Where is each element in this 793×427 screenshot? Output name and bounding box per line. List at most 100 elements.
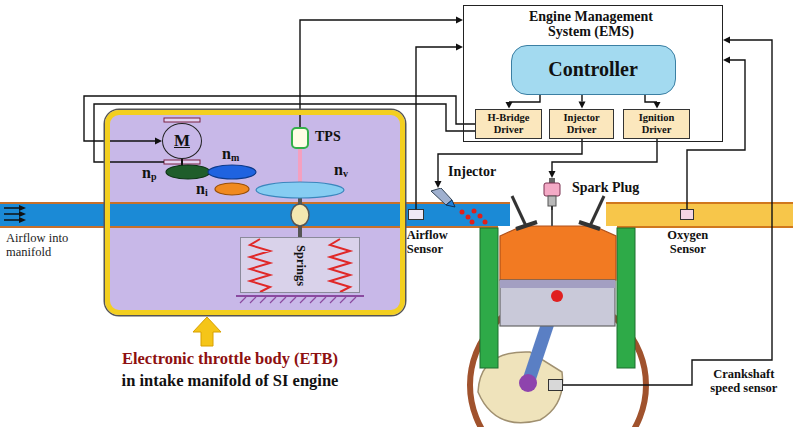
symbol-part xyxy=(548,196,556,206)
pipe-wall xyxy=(606,202,793,204)
gear-label: np xyxy=(142,165,156,182)
crank-speed-sensor: Crankshaft speed sensor xyxy=(548,379,563,391)
cylinder-wall xyxy=(480,228,498,368)
wire-line xyxy=(645,95,657,103)
driver-box: H-Bridge Driver xyxy=(475,109,541,139)
throttle-body-housing: Electronic throttle body (ETB)in intake … xyxy=(105,110,405,315)
fuel-spray xyxy=(478,214,483,219)
symbol-part xyxy=(544,183,560,196)
label-holder: Electronic throttle body (ETB) xyxy=(55,349,405,369)
motor-circle: M xyxy=(162,123,202,159)
node-label: Injector Driver xyxy=(552,112,610,135)
spark-electrode xyxy=(551,210,553,226)
signal-wire xyxy=(416,44,463,210)
pointer-arrow xyxy=(193,317,221,346)
part-label: Spark Plug xyxy=(572,180,639,195)
label-holder: ni xyxy=(196,181,208,198)
spark-plug-outline xyxy=(542,178,562,210)
injector-symbol: Injector xyxy=(430,188,456,208)
gear-label: ni xyxy=(196,181,208,198)
intermediate-gear xyxy=(215,183,249,195)
arrow-head xyxy=(435,181,442,188)
label-holder: np xyxy=(142,165,156,182)
arrow-head xyxy=(579,102,586,109)
exhaust-valve xyxy=(579,222,600,229)
spring-box-fill xyxy=(240,237,360,293)
node-label: M xyxy=(174,131,190,151)
node-label: Ignition Driver xyxy=(626,112,686,135)
wire-line xyxy=(416,47,456,209)
spring xyxy=(330,239,350,292)
ems-box: Engine Management System (EMS) Controller… xyxy=(463,5,723,142)
box-title: Engine Management System (EMS) xyxy=(506,9,676,40)
gear-label: nm xyxy=(222,146,239,163)
signal-wire xyxy=(549,139,658,179)
wire-line xyxy=(509,95,540,103)
label-holder: Airflow Sensor xyxy=(407,229,463,257)
airflow-arrow xyxy=(19,217,26,223)
sensor-label: Crankshaft speed sensor xyxy=(700,368,788,396)
driver-box: Injector Driver xyxy=(549,109,613,139)
label-holder: Injector xyxy=(448,164,496,179)
symbol-part xyxy=(551,206,553,210)
pinion-gear xyxy=(166,165,210,179)
oxygen-sensor: Oxygen Sensor xyxy=(680,209,694,220)
wire-line xyxy=(687,60,745,209)
wire-line xyxy=(552,139,657,172)
airflow-sensor: Airflow Sensor xyxy=(408,209,424,220)
spring-box: Springs xyxy=(240,237,360,293)
fuel-spray xyxy=(483,220,488,225)
pipe-wall xyxy=(0,202,510,204)
sensor-label: TPS xyxy=(315,129,341,144)
intake-valve xyxy=(516,222,537,229)
label-holder: Spark Plug xyxy=(572,180,639,195)
tps-link xyxy=(298,149,302,183)
intermediate-gear xyxy=(208,165,256,179)
intake-valve xyxy=(512,196,526,226)
fuel-spray xyxy=(460,210,465,215)
piston xyxy=(500,280,615,326)
injector-outline xyxy=(430,188,456,208)
airflow-arrow xyxy=(4,207,20,209)
driver-box: Ignition Driver xyxy=(623,109,689,139)
valve-gear xyxy=(256,182,344,198)
fuel-spray xyxy=(466,215,471,220)
motor-brush xyxy=(164,118,200,122)
flow-note: Airflow into manifold xyxy=(6,231,80,260)
label-holder: Crankshaft speed sensor xyxy=(700,368,788,396)
gear-label: nv xyxy=(334,162,348,179)
wrist-pin xyxy=(551,290,563,302)
sensor-label: Airflow Sensor xyxy=(407,229,463,257)
label-holder: Airflow into manifold xyxy=(6,231,80,260)
combustion-chamber xyxy=(500,226,616,280)
node-label: Controller xyxy=(548,58,638,81)
airflow-arrow xyxy=(4,219,20,221)
signal-wire xyxy=(506,95,541,109)
arrow-head xyxy=(456,17,463,24)
label-holder: in intake manifold of SI engine xyxy=(55,371,405,391)
ground-hatch xyxy=(240,297,356,303)
symbol-part xyxy=(549,178,555,183)
controller-box: Controller xyxy=(511,45,676,95)
label-holder: TPS xyxy=(315,129,341,144)
airflow-arrow xyxy=(19,211,26,217)
exhaust-pipe xyxy=(606,204,793,226)
node-label: H-Bridge Driver xyxy=(478,112,538,135)
label-holder: nm xyxy=(222,146,239,163)
pipe-wall xyxy=(0,226,498,228)
piston-crown xyxy=(500,280,615,288)
arrow-head xyxy=(723,57,730,64)
arrow-head xyxy=(549,171,556,178)
spring xyxy=(250,239,270,292)
pipe-wall xyxy=(617,226,793,228)
wire-line xyxy=(581,95,582,102)
wire-line xyxy=(438,139,582,182)
signal-wire xyxy=(645,95,661,109)
fuel-spray xyxy=(470,220,475,225)
signal-wire xyxy=(687,57,745,210)
label-holder: Engine Management System (EMS) xyxy=(463,9,720,40)
node-label: Springs xyxy=(293,245,308,286)
cylinder-wall xyxy=(617,228,635,368)
